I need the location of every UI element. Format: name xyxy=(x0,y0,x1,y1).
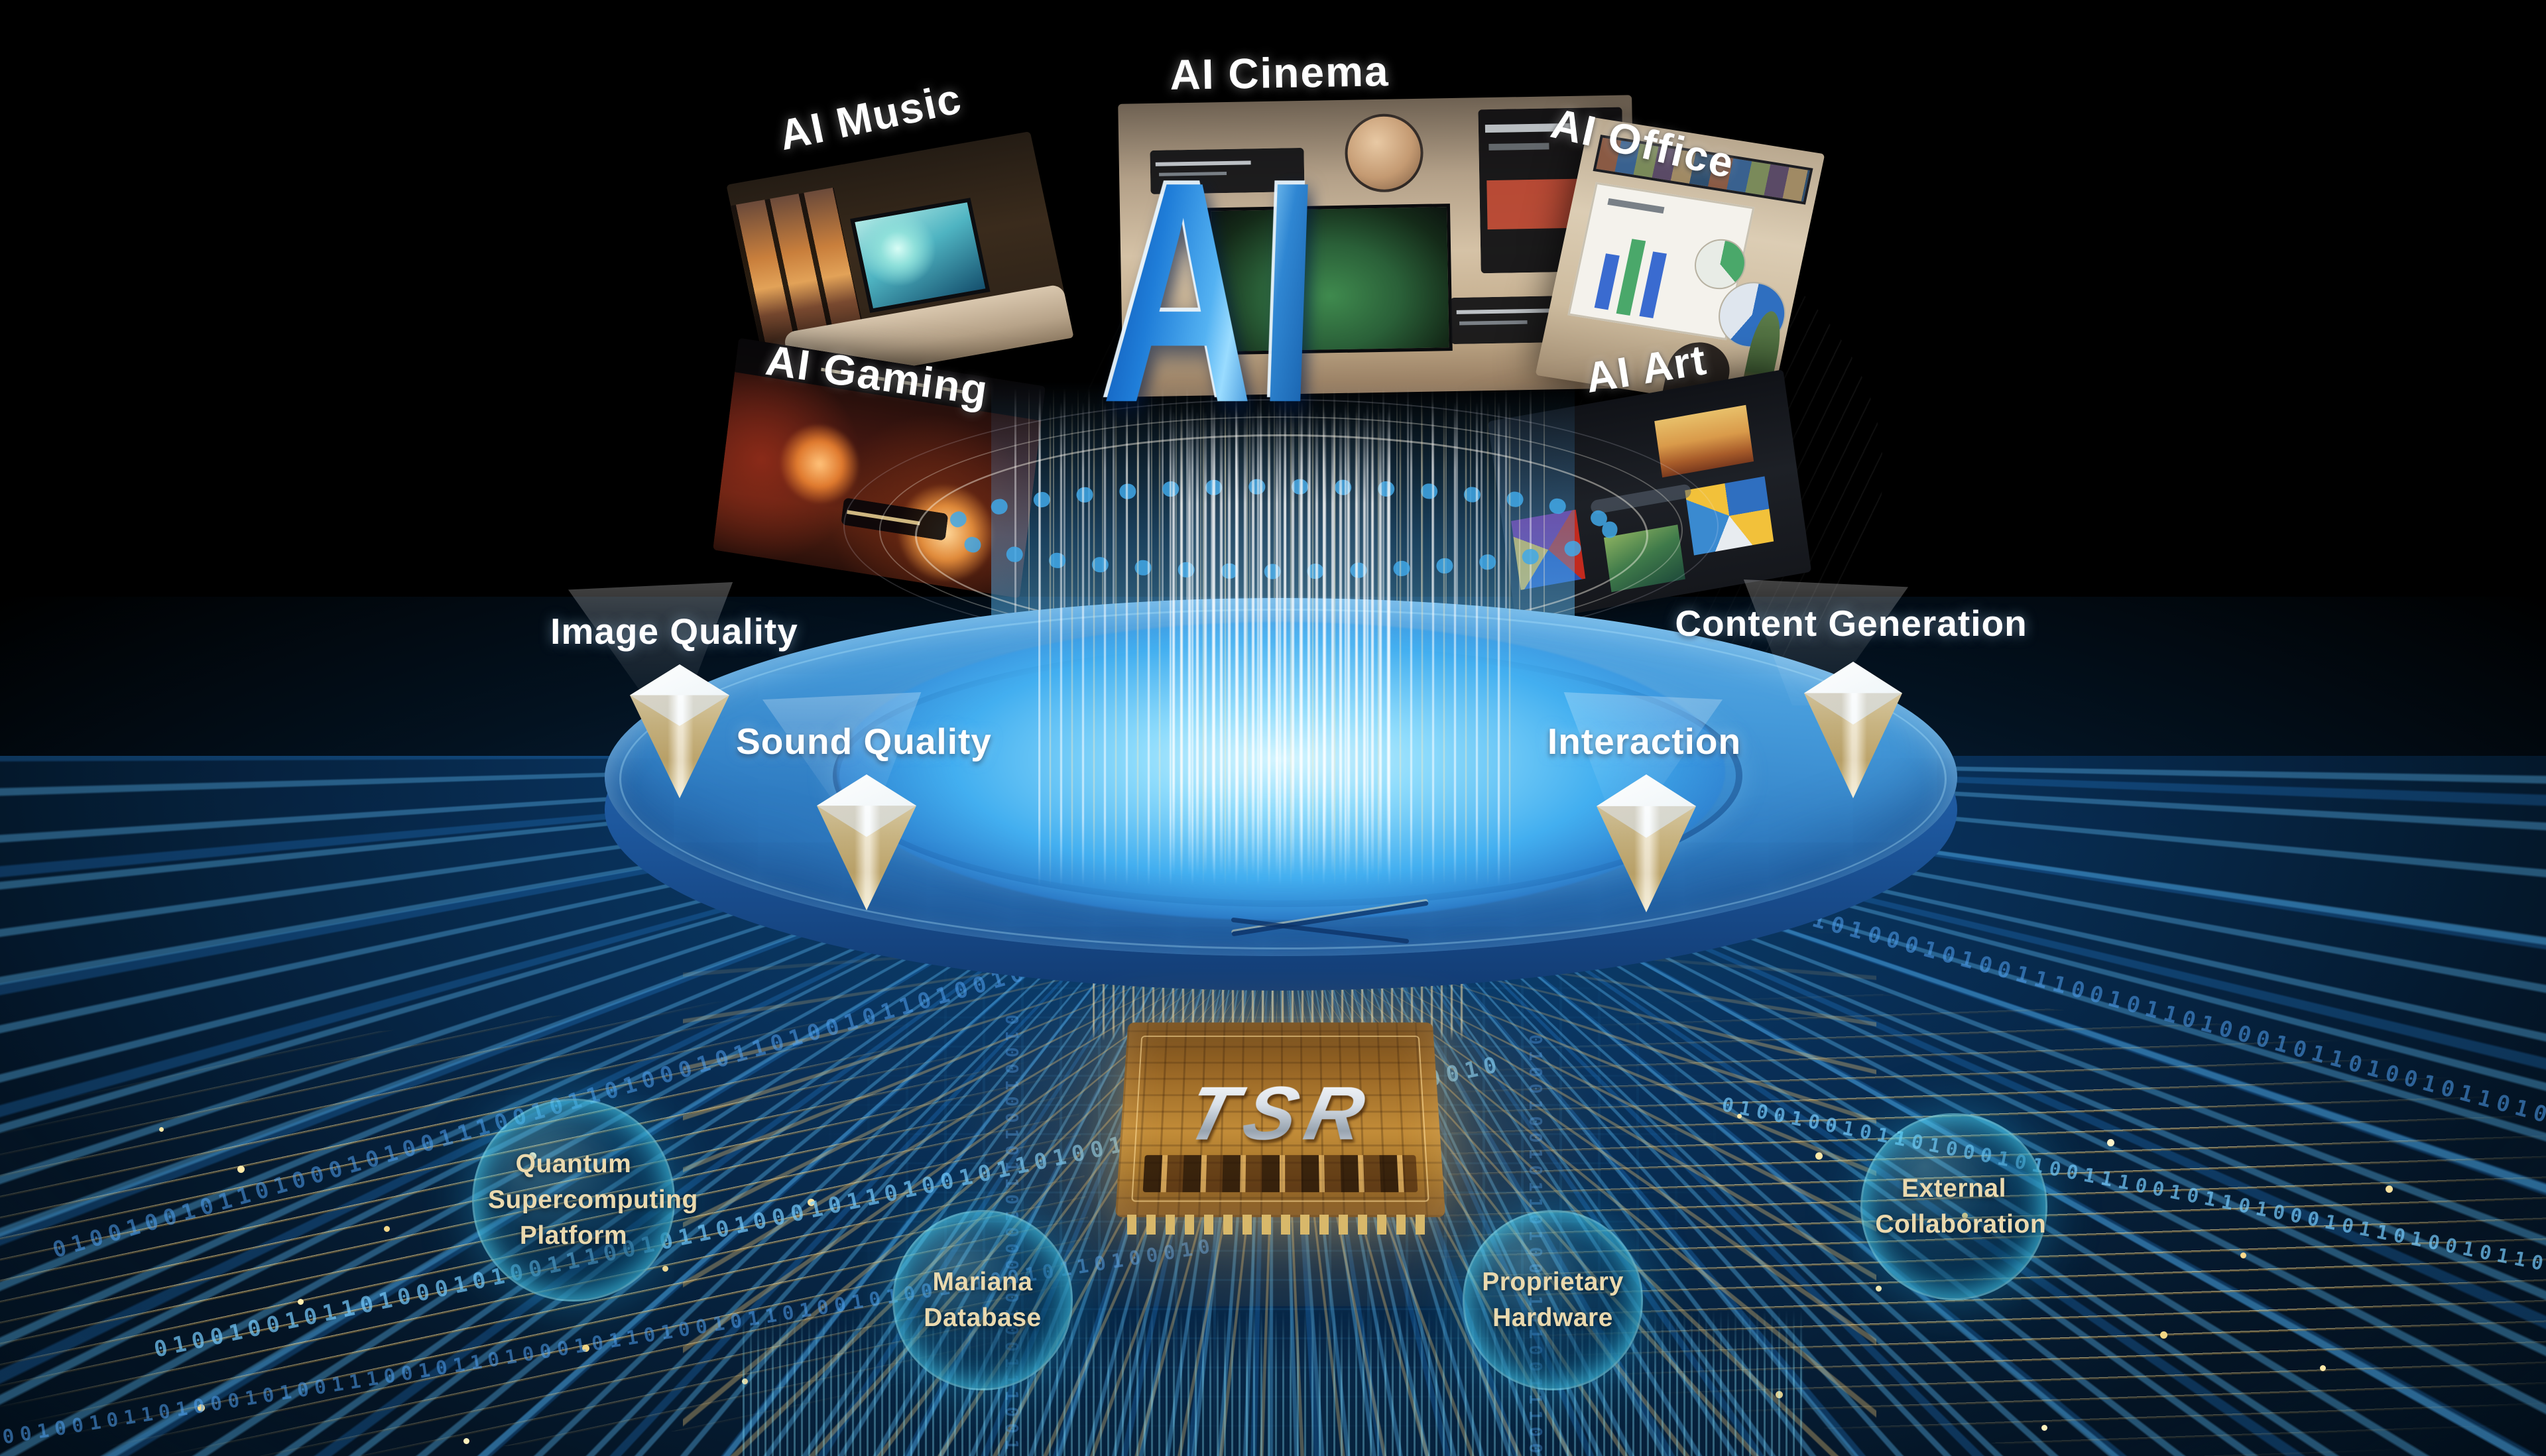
ai-3d-logo: AI xyxy=(1056,163,1379,422)
bubble-mariana-database: Mariana Database xyxy=(892,1210,1073,1390)
bubble-label: Proprietary Hardware xyxy=(1477,1264,1629,1336)
bubble-external-collaboration: External Collaboration xyxy=(1860,1113,2047,1300)
label-image-quality: Image Quality xyxy=(550,610,798,652)
gold-sparks-left xyxy=(159,1127,164,1132)
chip-components xyxy=(1143,1156,1418,1192)
chip-label: TSR xyxy=(1177,1070,1380,1158)
bubble-label: External Collaboration xyxy=(1875,1171,2032,1243)
falling-light-core xyxy=(1172,411,1391,875)
tsr-chip: TSR xyxy=(1115,1022,1445,1217)
tv-ocean-wave xyxy=(850,198,991,313)
bubble-proprietary-hardware: Proprietary Hardware xyxy=(1463,1210,1643,1390)
bubble-quantum-supercomputing-platform: Quantum Supercomputing Platform xyxy=(472,1099,675,1302)
bubble-label: Mariana Database xyxy=(907,1264,1059,1336)
glow-orb xyxy=(776,418,864,510)
chip-pins xyxy=(1127,1215,1433,1235)
label-interaction: Interaction xyxy=(1547,720,1741,762)
label-sound-quality: Sound Quality xyxy=(736,720,992,762)
bubble-label: Quantum Supercomputing Platform xyxy=(488,1146,659,1253)
ai-logo-text: AI xyxy=(1100,163,1325,422)
label-ai-cinema: AI Cinema xyxy=(1170,46,1390,99)
label-content-generation: Content Generation xyxy=(1675,602,2027,644)
